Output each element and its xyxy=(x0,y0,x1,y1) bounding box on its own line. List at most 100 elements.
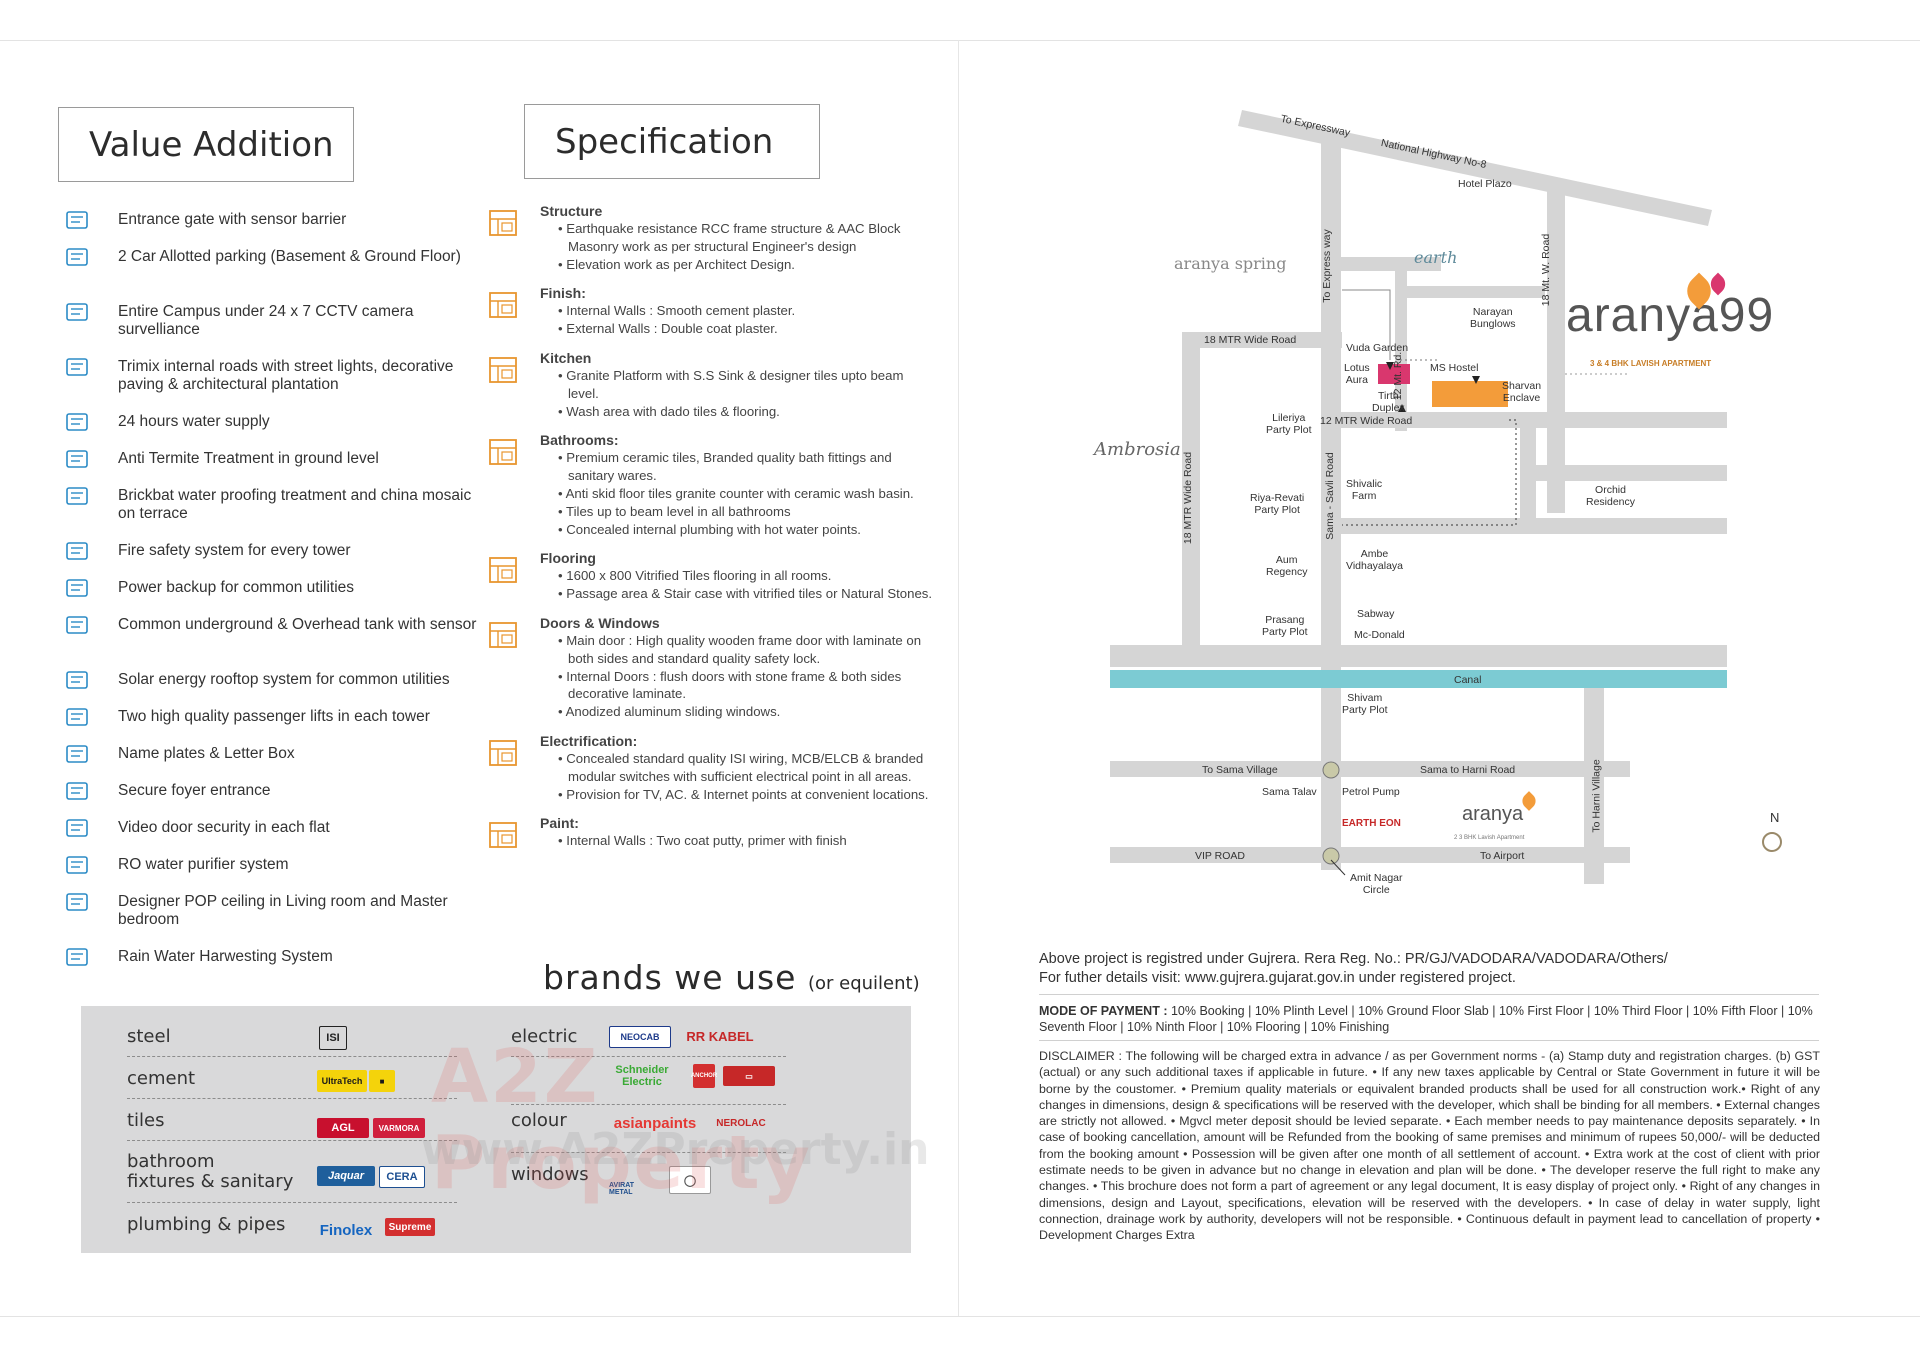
project-marker xyxy=(1378,364,1410,384)
spec-bullet: Tiles up to beam level in all bathrooms xyxy=(540,503,936,521)
compass-icon xyxy=(1762,832,1782,852)
mt-w-road xyxy=(1547,188,1565,513)
spec-bullet: Anodized aluminum sliding windows. xyxy=(540,703,936,721)
place-orchid: Orchid Residency xyxy=(1586,484,1636,508)
spec-bullet: Main door : High quality wooden frame do… xyxy=(540,632,936,668)
value-addition-item: Entire Campus under 24 x 7 CCTV camera s… xyxy=(58,297,478,352)
spec-bullet: 1600 x 800 Vitrified Tiles flooring in a… xyxy=(540,567,932,585)
spec-bullet: Wash area with dado tiles & flooring. xyxy=(540,403,936,421)
value-addition-text: RO water purifier system xyxy=(118,856,289,873)
place-aum: Aum Regency xyxy=(1266,554,1308,578)
brands-subtitle: (or equilent) xyxy=(807,973,920,994)
place-lotus-aura: Lotus Aura xyxy=(1344,362,1370,386)
finolex-logo: Finolex xyxy=(319,1221,373,1239)
value-addition-item: Trimix internal roads with street lights… xyxy=(58,352,478,407)
label-18mtr-wide-vertical: 18 MTR Wide Road xyxy=(1182,451,1195,545)
place-petrol-pump: Petrol Pump xyxy=(1342,786,1400,798)
value-addition-text: Fire safety system for every tower xyxy=(118,542,351,559)
location-map: To Expressway National Highway No-8 Hote… xyxy=(1090,100,1800,900)
value-addition-item: Secure foyer entrance xyxy=(58,776,478,813)
ambrosia-logo: Ambrosia xyxy=(1094,439,1181,460)
canal xyxy=(1110,670,1727,688)
spec-bullet: Earthquake resistance RCC frame structur… xyxy=(540,220,936,256)
label-to-harni-village: To Harni Village xyxy=(1590,759,1603,833)
value-addition-item: Anti Termite Treatment in ground level xyxy=(58,444,478,481)
value-addition-item: Common underground & Overhead tank with … xyxy=(58,610,478,665)
roundabout xyxy=(1322,761,1340,779)
value-addition-text: Entire Campus under 24 x 7 CCTV camera s… xyxy=(118,303,414,338)
nh8-road xyxy=(1238,110,1712,226)
spec-section: Flooring1600 x 800 Vitrified Tiles floor… xyxy=(486,550,936,603)
pop-ceiling-icon xyxy=(58,887,96,917)
pointer-arrow xyxy=(1472,376,1480,384)
earthon-logo: EARTH EON xyxy=(1342,818,1401,829)
value-addition-item: Two high quality passenger lifts in each… xyxy=(58,702,478,739)
value-addition-item: Fire safety system for every tower xyxy=(58,536,478,573)
jaquar-logo: Jaquar xyxy=(317,1166,375,1186)
narayan-road xyxy=(1395,286,1545,298)
value-addition-text: Name plates & Letter Box xyxy=(118,745,295,762)
water-tap-icon xyxy=(58,407,96,437)
value-addition-item: Power backup for common utilities xyxy=(58,573,478,610)
place-mcdonald: Mc-Donald xyxy=(1354,629,1405,641)
fire-extinguisher-icon xyxy=(58,536,96,566)
brands-title-text: brands we use xyxy=(543,958,797,997)
lift-icon xyxy=(58,702,96,732)
spec-bullet: External Walls : Double coat plaster. xyxy=(540,320,795,338)
place-sharvan: Sharvan Enclave xyxy=(1502,380,1542,404)
waterproofing-icon xyxy=(58,481,96,511)
value-addition-item: Designer POP ceiling in Living room and … xyxy=(58,887,478,942)
label-18-mt-w-road: 18 Mt. W. Road xyxy=(1540,233,1553,307)
value-addition-text: Common underground & Overhead tank with … xyxy=(118,616,477,633)
value-addition-text: Brickbat water proofing treatment and ch… xyxy=(118,487,472,522)
value-addition-item: Brickbat water proofing treatment and ch… xyxy=(58,481,478,536)
label-vip-road: VIP ROAD xyxy=(1195,850,1245,862)
ultratech-logo: UltraTech xyxy=(317,1070,367,1092)
value-addition-item: Video door security in each flat xyxy=(58,813,478,850)
place-ambe: Ambe Vidhayalaya xyxy=(1346,548,1404,572)
spec-heading: Structure xyxy=(540,203,603,219)
orchid-road xyxy=(1520,465,1727,481)
value-addition-text: Two high quality passenger lifts in each… xyxy=(118,708,430,725)
spec-bullet: Internal Walls : Smooth cement plaster. xyxy=(540,302,795,320)
spec-bullet: Elevation work as per Architect Design. xyxy=(540,256,936,274)
north-label: N xyxy=(1770,810,1780,825)
video-door-icon xyxy=(58,813,96,843)
place-sama-talav: Sama Talav xyxy=(1262,786,1317,798)
label-to-airport: To Airport xyxy=(1480,850,1525,862)
dash-line xyxy=(127,1202,457,1203)
electrification-icon xyxy=(486,735,522,771)
brand-row-electric: electric xyxy=(511,1026,578,1047)
avirat-logo: AVIRAT METAL xyxy=(609,1182,635,1196)
rera-line-1: Above project is registred under Gujrera… xyxy=(1039,951,1668,967)
brand-row-bathroom: bathroom fixtures & sanitary xyxy=(127,1151,294,1192)
route-line xyxy=(1342,419,1517,526)
place-shivalic: Shivalic Farm xyxy=(1346,478,1383,502)
specification-list: StructureEarthquake resistance RCC frame… xyxy=(486,203,936,865)
value-addition-text: Trimix internal roads with street lights… xyxy=(118,358,454,393)
page-spine xyxy=(958,40,959,1316)
solar-panel-icon xyxy=(58,665,96,695)
car-parking-icon xyxy=(58,242,96,272)
place-prasang: Prasang Party Plot xyxy=(1262,614,1308,638)
sama-harni-road xyxy=(1110,761,1630,777)
to-harni-village-road xyxy=(1584,687,1604,884)
brands-panel: steel cement tiles bathroom fixtures & s… xyxy=(81,1006,929,1253)
water-tank-icon xyxy=(58,610,96,640)
spec-heading: Flooring xyxy=(540,550,596,567)
vip-road xyxy=(1110,847,1630,863)
aranya-small-logo: aranya xyxy=(1462,803,1524,825)
structure-icon xyxy=(486,205,522,241)
supreme-logo: Supreme xyxy=(385,1218,435,1236)
brand-row-colour: colour xyxy=(511,1110,567,1131)
rrkabel-logo: RR KABEL xyxy=(686,1028,754,1044)
value-addition-text: Rain Water Harwesting System xyxy=(118,948,333,965)
label-sama-harni: Sama to Harni Road xyxy=(1420,764,1516,776)
anchor-logo: ANCHOR xyxy=(691,1064,717,1088)
spec-section: Bathrooms:Premium ceramic tiles, Branded… xyxy=(486,432,936,538)
value-addition-text: Solar energy rooftop system for common u… xyxy=(118,671,450,688)
label-18mtr-wide-top: 18 MTR Wide Road xyxy=(1204,334,1297,346)
spec-heading: Doors & Windows xyxy=(540,614,660,631)
pointer-arrow xyxy=(1398,404,1406,412)
neocab-logo: NEOCAB xyxy=(609,1026,671,1048)
